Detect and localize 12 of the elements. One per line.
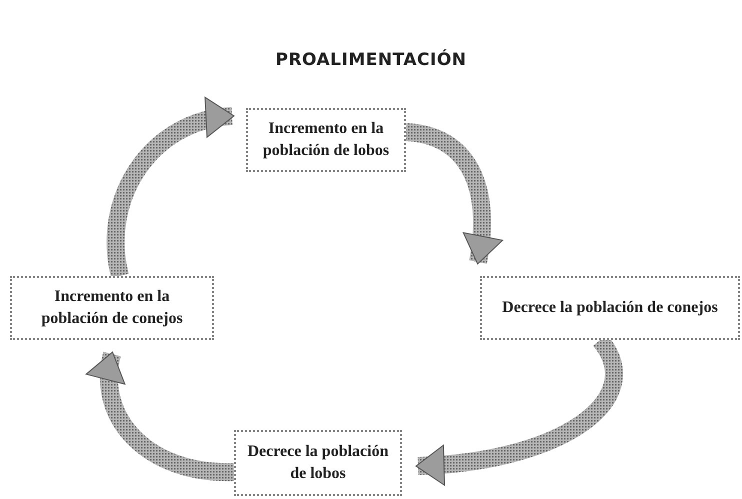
box-text: Incremento en la población de conejos (40, 287, 184, 329)
process-box (480, 276, 740, 340)
curved-arrow (404, 123, 502, 264)
process-box (10, 276, 214, 340)
process-box (234, 430, 402, 496)
curved-arrow (106, 98, 234, 278)
box-text: Incremento en la población de lobos (262, 119, 390, 161)
title: PROALIMENTACIÓN (275, 50, 467, 70)
process-box (246, 108, 406, 172)
curved-arrow (87, 352, 234, 481)
box-text: Decrece la población de lobos (246, 442, 390, 484)
box-text: Decrece la población de conejos (502, 298, 718, 318)
